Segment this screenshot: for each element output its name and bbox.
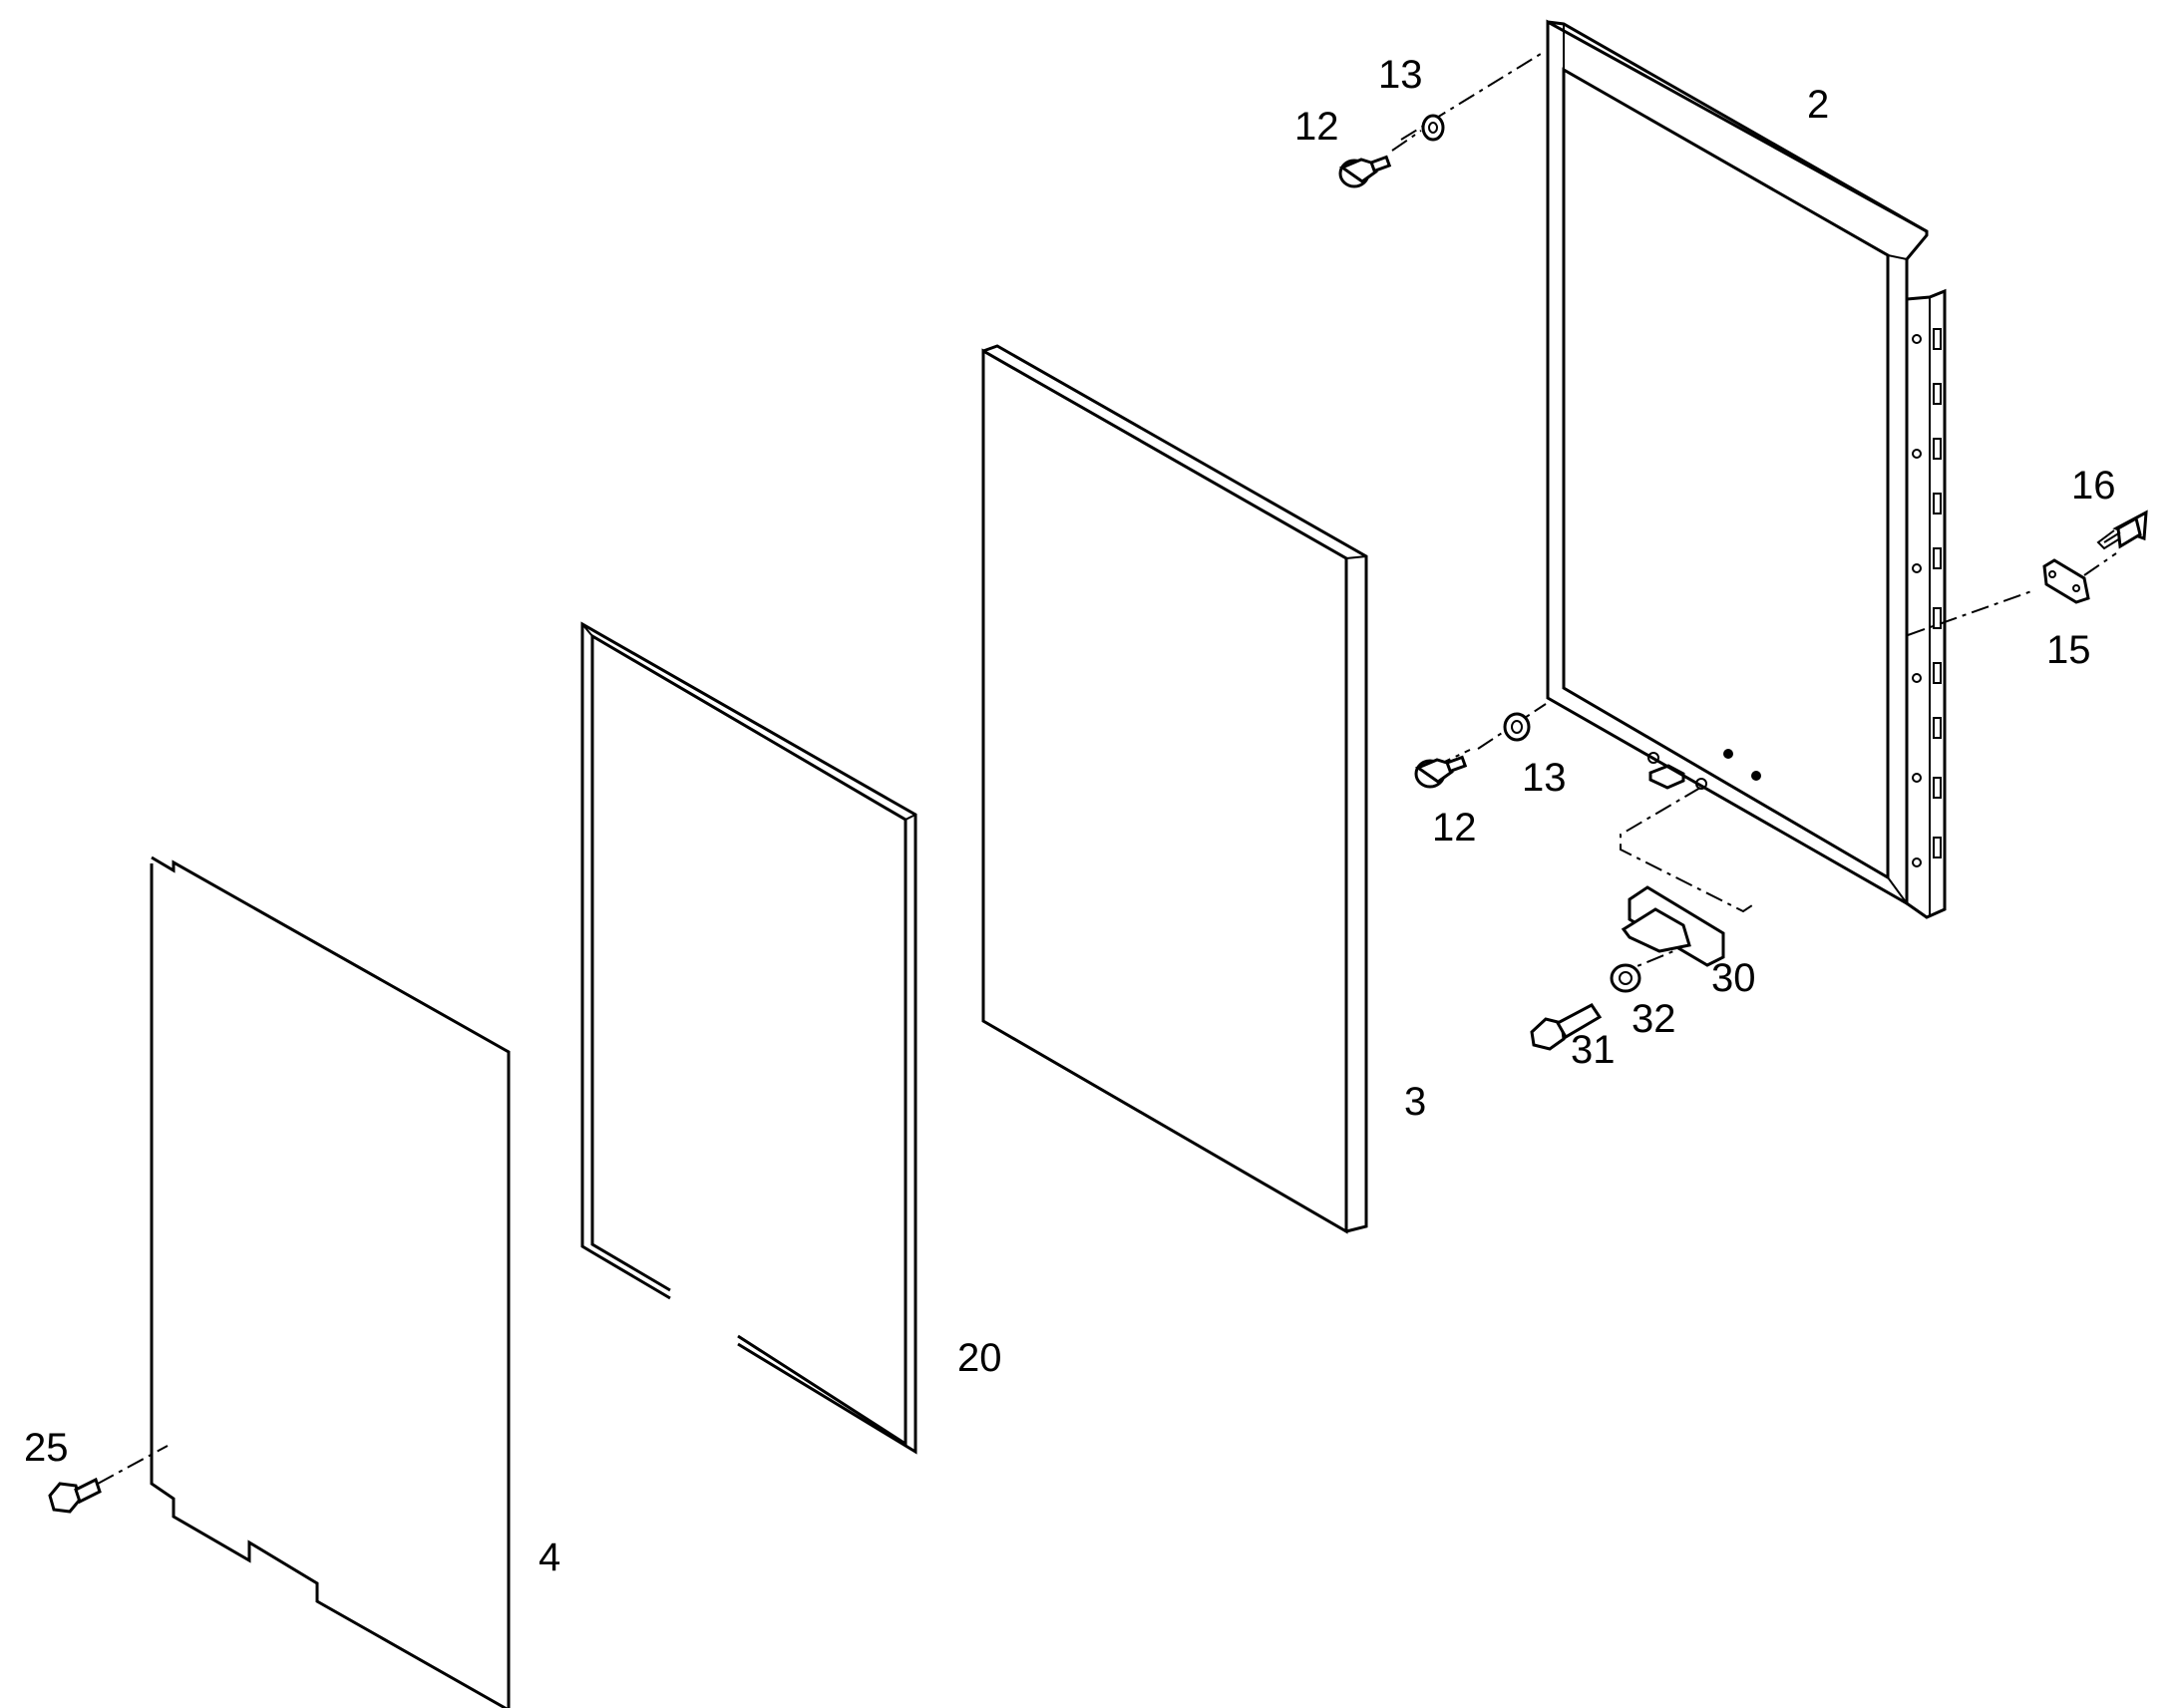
part-16-screw <box>2096 510 2148 550</box>
part-30-latch <box>1621 885 1725 967</box>
callout-25: 25 <box>24 1426 69 1470</box>
callout-2: 2 <box>1807 83 1829 127</box>
callout-labels: 2 3 4 12 12 13 13 15 16 20 25 30 31 32 <box>24 53 2116 1579</box>
part-12-knob-bottom <box>1414 755 1468 789</box>
part-20-gasket <box>580 621 917 1455</box>
callout-12-top: 12 <box>1294 105 1339 149</box>
callout-16: 16 <box>2071 464 2116 508</box>
assembly-centerlines <box>97 53 2117 1485</box>
callout-3: 3 <box>1404 1080 1426 1124</box>
part-31-bolt <box>1530 1003 1603 1051</box>
part-2-door-frame <box>1546 19 1947 919</box>
part-12-knob-top <box>1338 155 1392 188</box>
callout-12-bottom: 12 <box>1432 806 1477 850</box>
callout-30: 30 <box>1711 956 1756 1000</box>
part-4-back-panel <box>150 855 511 1708</box>
callout-4: 4 <box>539 1536 560 1579</box>
callout-32: 32 <box>1632 997 1676 1041</box>
callout-31: 31 <box>1571 1028 1616 1072</box>
part-13-washer-top <box>1421 114 1445 142</box>
callout-13-bottom: 13 <box>1522 756 1567 800</box>
part-25-hex-bolt <box>48 1477 102 1514</box>
part-15-plate <box>2042 558 2090 604</box>
part-13-washer-bottom <box>1503 712 1531 742</box>
callout-13-top: 13 <box>1378 53 1423 97</box>
hinge-slots <box>1912 328 1942 867</box>
part-32-washer <box>1610 963 1641 993</box>
callout-20: 20 <box>957 1336 1002 1380</box>
callout-15: 15 <box>2046 628 2091 672</box>
part-3-insulation-panel <box>981 344 1368 1234</box>
